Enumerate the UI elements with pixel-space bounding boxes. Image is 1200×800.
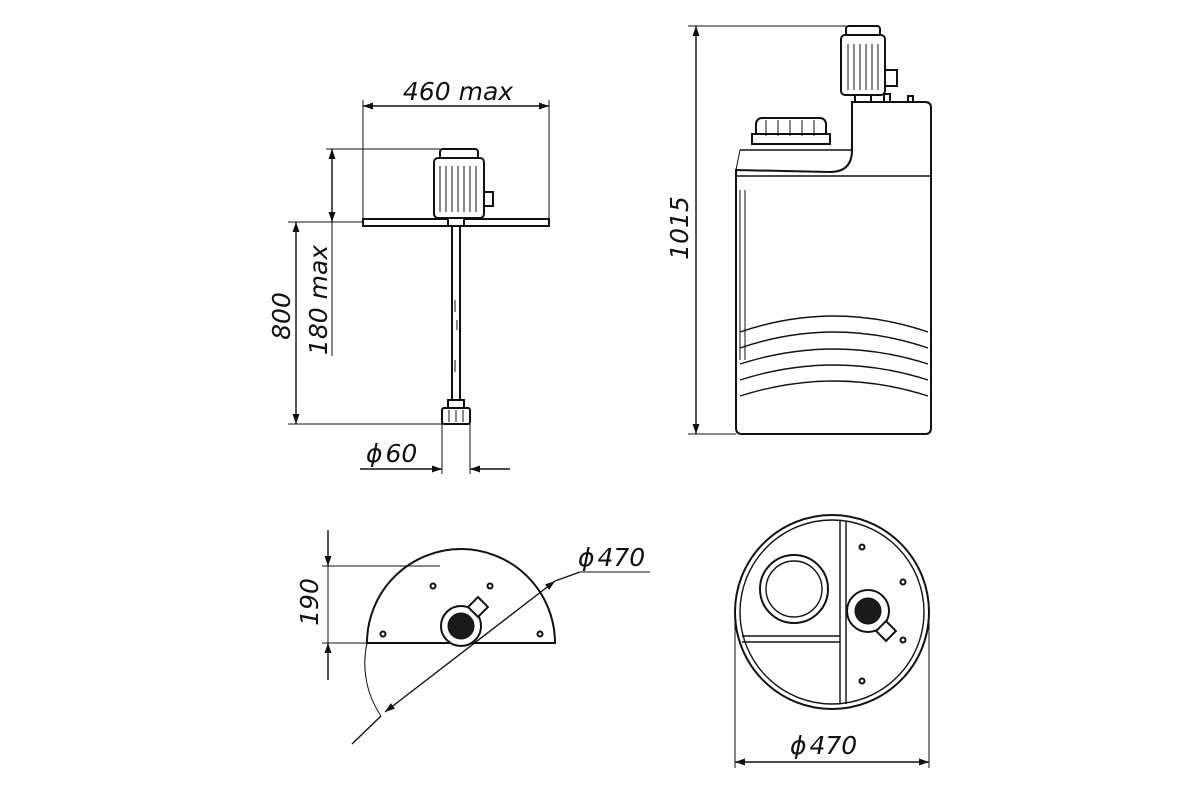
tank-mixer-motor [840,25,914,103]
mixer-motor [433,148,494,227]
mixer-motor-height-label: 180 max [304,245,333,355]
dimension-lid-depth: 190 [295,530,440,680]
tank-outline [734,514,930,710]
tank-height-label: 1015 [665,196,694,260]
mixer-impeller [441,399,471,425]
mixer-width-label: 460 max [403,77,513,106]
tank-bands [739,315,929,397]
diameter-symbol: ϕ [578,543,595,572]
tank-filler-opening [759,554,829,624]
impeller-diameter-label: 60 [386,439,418,468]
svg-text:ϕ60: ϕ60 [366,439,417,468]
dimension-mixer-total-height: 800 [267,221,442,425]
dimension-mixer-width: 460 max [362,77,550,222]
tank-diameter-label: 470 [810,731,858,760]
tank-filler-cap [751,117,831,145]
tank-side-view: 1015 [665,25,932,435]
tank-body [735,101,932,435]
mixer-shaft [451,225,461,411]
diameter-symbol: ϕ [366,439,383,468]
dimension-tank-height: 1015 [665,25,846,435]
mixer-side-view: 460 max [267,77,550,474]
tank-motor-mount [846,589,898,643]
lid-diameter-label: 470 [598,543,646,572]
diameter-symbol: ϕ [790,731,807,760]
lid-depth-label: 190 [295,578,324,626]
dimension-mixer-motor-height: 180 max [304,148,440,356]
mixer-total-height-label: 800 [267,292,296,340]
